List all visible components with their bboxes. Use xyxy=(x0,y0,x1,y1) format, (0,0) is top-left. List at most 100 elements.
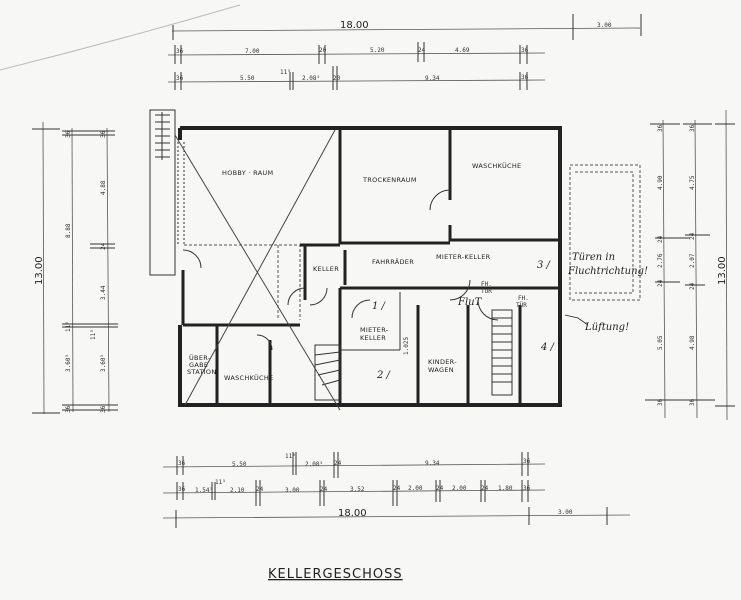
dim-label: 36 xyxy=(176,75,184,82)
note-lueftung: Lüftung! xyxy=(584,322,629,333)
paper-crease xyxy=(0,4,241,71)
dim-label: 24 xyxy=(418,47,426,54)
dim-label: 36 xyxy=(689,398,696,406)
dim-label: 24 xyxy=(689,232,696,240)
left-overall-dim: 13.00 xyxy=(34,256,45,285)
room-mieter-keller-2: MIETER- xyxy=(360,326,389,334)
dim-label: 36 xyxy=(657,124,664,132)
room-number: 4 / xyxy=(540,342,556,353)
dim-label: 3.52 xyxy=(350,486,365,493)
fire-door-label: FH. xyxy=(481,281,492,288)
dim-label: 24 xyxy=(393,485,401,492)
dim-label: 5.20 xyxy=(370,47,385,54)
dim-label: 2.00 xyxy=(408,485,423,492)
dim-label: 20 xyxy=(319,47,327,54)
left-dimensions: 13.00 36 8.88 11⁵ 3.60⁵ 36 36 4.88 24 3.… xyxy=(32,121,118,415)
fire-door-label: FH. xyxy=(518,295,529,302)
handwritten-notes: FluT Türen in Fluchtrichtung! Lüftung! 1… xyxy=(372,252,648,381)
room-fahrraeder: FAHRRÄDER xyxy=(372,257,414,266)
dim-label: 36 xyxy=(65,130,72,138)
dim-label: 11⁵ xyxy=(280,69,291,76)
dim-label: 3.44 xyxy=(100,285,107,300)
room-trockenraum: TROCKENRAUM xyxy=(362,176,417,184)
dim-label: 24 xyxy=(100,242,107,250)
dim-label: 24 xyxy=(481,485,489,492)
plan-title: KELLERGESCHOSS xyxy=(268,567,403,582)
dim-label: 2.10 xyxy=(230,487,245,494)
dim-label: 36 xyxy=(523,458,531,465)
top-dimensions: 18.00 3.00 36 7.00 20 5.20 24 4.69 36 36… xyxy=(167,14,642,90)
dim-label: 5.50 xyxy=(232,461,247,468)
dim-label: 5.05 xyxy=(657,335,664,350)
wall-dimension: 1.025 xyxy=(403,337,410,355)
bottom-overall-dim: 18.00 xyxy=(338,508,367,519)
top-extra-dim: 3.00 xyxy=(597,22,612,29)
dim-label: 7.00 xyxy=(245,48,260,55)
room-waschkueche-top: WASCHKÜCHE xyxy=(472,161,521,170)
dim-label: 4.88 xyxy=(100,180,107,195)
dim-label: 5.50 xyxy=(240,75,255,82)
right-dimensions: 13.00 36 4.90 24 2.76 24 5.05 36 36 4.75… xyxy=(645,109,735,421)
dim-label: 3.00 xyxy=(285,487,300,494)
dim-label: 3.60⁵ xyxy=(100,354,107,372)
dim-label: 24 xyxy=(436,485,444,492)
room-uebergabestation: ÜBER- xyxy=(189,353,211,362)
room-mieter-keller-2: KELLER xyxy=(360,334,386,342)
dim-label: 36 xyxy=(657,398,664,406)
dim-label: 2.08⁵ xyxy=(302,75,320,82)
room-uebergabestation: STATION xyxy=(187,368,217,376)
dim-label: 1.54⁵ xyxy=(195,487,213,494)
dim-label: 24 xyxy=(256,486,264,493)
room-number: 3 / xyxy=(537,260,552,271)
dim-label: 11⁵ xyxy=(215,479,226,486)
dim-label: 24 xyxy=(689,282,696,290)
room-mieter-keller: MIETER-KELLER xyxy=(436,253,491,261)
fire-door-label: TÜR xyxy=(516,302,527,309)
note-tueren: Fluchtrichtung! xyxy=(567,266,648,277)
room-labels: HOBBY · RAUM TROCKENRAUM WASCHKÜCHE KELL… xyxy=(187,161,529,382)
top-overall-dim: 18.00 xyxy=(340,20,369,31)
dim-label: 4.98 xyxy=(689,335,696,350)
dim-label: 11⁵ xyxy=(90,329,97,340)
dim-label: 36 xyxy=(178,460,186,467)
room-kinderwagen: WAGEN xyxy=(428,366,454,374)
dim-label: 36 xyxy=(689,124,696,132)
room-number: 2 / xyxy=(376,370,392,381)
dim-label: 1.80 xyxy=(498,485,513,492)
right-overall-dim: 13.00 xyxy=(717,256,728,285)
dim-label: 2.76 xyxy=(657,253,664,268)
room-waschkueche-bottom: WASCHKÜCHE xyxy=(224,373,273,382)
bottom-dimensions: 36 5.50 11⁵ 2.08⁵ 24 9.34 36 36 1.54⁵ 11… xyxy=(162,452,631,528)
room-kinderwagen: KINDER- xyxy=(428,358,457,366)
dim-label: 24 xyxy=(334,460,342,467)
dim-label: 9.34 xyxy=(425,75,440,82)
dim-label: 2.07 xyxy=(689,253,696,268)
room-number: 1 / xyxy=(372,301,387,312)
dim-label: 36 xyxy=(100,405,107,413)
dim-label: 3.60⁵ xyxy=(65,354,72,372)
dim-label: 4.75 xyxy=(689,175,696,190)
note-flur: FluT xyxy=(457,297,483,308)
dim-label: 11⁵ xyxy=(285,453,296,460)
dim-label: 3.00 xyxy=(558,509,573,516)
room-keller: KELLER xyxy=(313,265,339,273)
dim-label: 36 xyxy=(100,130,107,138)
dim-label: 36 xyxy=(521,47,529,54)
dim-label: 24 xyxy=(320,486,328,493)
dim-label: 36 xyxy=(523,485,531,492)
building-outline xyxy=(149,109,641,411)
dim-label: 36 xyxy=(521,74,529,81)
dim-label: 2.00 xyxy=(452,485,467,492)
dim-label: 36 xyxy=(65,405,72,413)
note-tueren: Türen in xyxy=(572,252,615,263)
dim-label: 4.90 xyxy=(657,175,664,190)
dim-label: 11⁵ xyxy=(65,321,72,332)
dim-label: 2.08⁵ xyxy=(305,461,323,468)
fire-door-label: TÜR xyxy=(481,288,492,295)
dim-label: 4.69 xyxy=(455,47,470,54)
room-hobby-raum: HOBBY · RAUM xyxy=(222,169,273,177)
dim-label: 24 xyxy=(657,279,664,287)
dim-label: 9.34 xyxy=(425,460,440,467)
room-uebergabestation: GABE xyxy=(189,361,208,369)
